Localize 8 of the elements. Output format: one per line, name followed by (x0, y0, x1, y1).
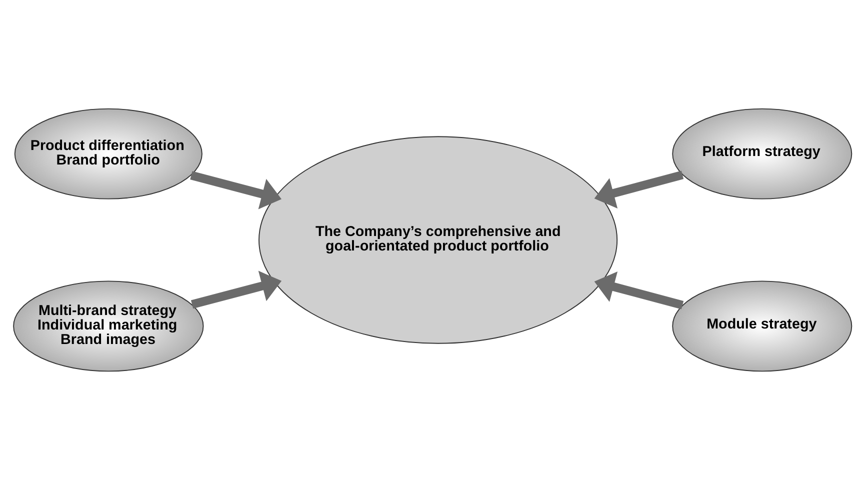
arrow (594, 272, 684, 310)
arrow (190, 270, 282, 309)
arrow (190, 171, 282, 210)
node-ellipse: Platform strategy (672, 108, 852, 200)
node-ellipse: Module strategy (672, 280, 852, 372)
arrow (594, 170, 684, 208)
node-ellipse: Product differentiation Brand portfolio (14, 108, 202, 200)
node-ellipse: Multi-brand strategy Individual marketing Brand images (13, 280, 204, 372)
